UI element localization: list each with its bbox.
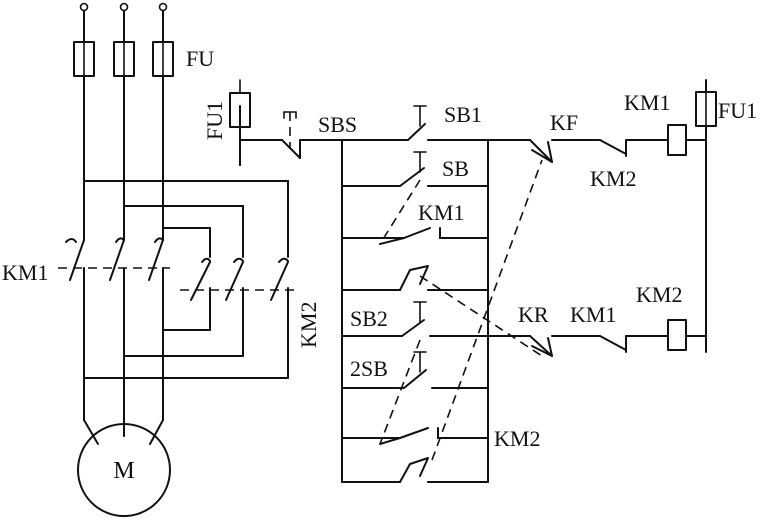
label-fu1-left: FU1 (202, 101, 227, 140)
label-sb2: SB2 (350, 306, 388, 331)
control-circuit (229, 79, 717, 483)
km1-coil-rung (529, 124, 707, 163)
supply-terminal-l2 (119, 2, 129, 12)
label-km2-vertical: KM2 (296, 302, 321, 348)
sb2-button (341, 301, 489, 337)
kf-linkage-row (341, 265, 489, 291)
label-km1-main: KM1 (2, 260, 48, 285)
km2-holding-contact (341, 427, 489, 445)
label-km1-coil: KM1 (624, 90, 670, 115)
label-kf: KF (550, 110, 578, 135)
label-motor: M (113, 458, 134, 484)
label-sb: SB (442, 156, 469, 181)
label-km2-interlock: KM2 (590, 166, 636, 191)
sb-button (341, 151, 489, 187)
label-km1-interlock: KM1 (570, 302, 616, 327)
km1-coil (667, 124, 687, 156)
label-km2-holding: KM2 (494, 426, 540, 451)
km1-holding-contact (341, 227, 489, 245)
km2-coil-rung (487, 319, 707, 357)
km2-main-contacts (190, 257, 289, 301)
label-sbs: SBS (318, 112, 357, 137)
label-fu1-right: FU1 (718, 98, 757, 123)
label-sb1: SB1 (444, 102, 482, 127)
supply-terminal-l3 (158, 2, 168, 12)
kr-linkage-row (341, 457, 489, 483)
label-2sb: 2SB (350, 356, 388, 381)
motor (77, 423, 171, 517)
label-km2-coil: KM2 (636, 282, 682, 307)
power-circuit (58, 2, 296, 517)
label-kr: KR (518, 302, 549, 327)
sbs-stop-button (239, 111, 301, 159)
sb2b-button (341, 351, 489, 389)
sb1-button (407, 105, 427, 141)
km1-main-contacts (65, 237, 164, 281)
label-km1-holding: KM1 (418, 200, 464, 225)
km2-coil (667, 319, 687, 351)
supply-terminal-l1 (79, 2, 89, 12)
label-fu: FU (186, 46, 214, 71)
